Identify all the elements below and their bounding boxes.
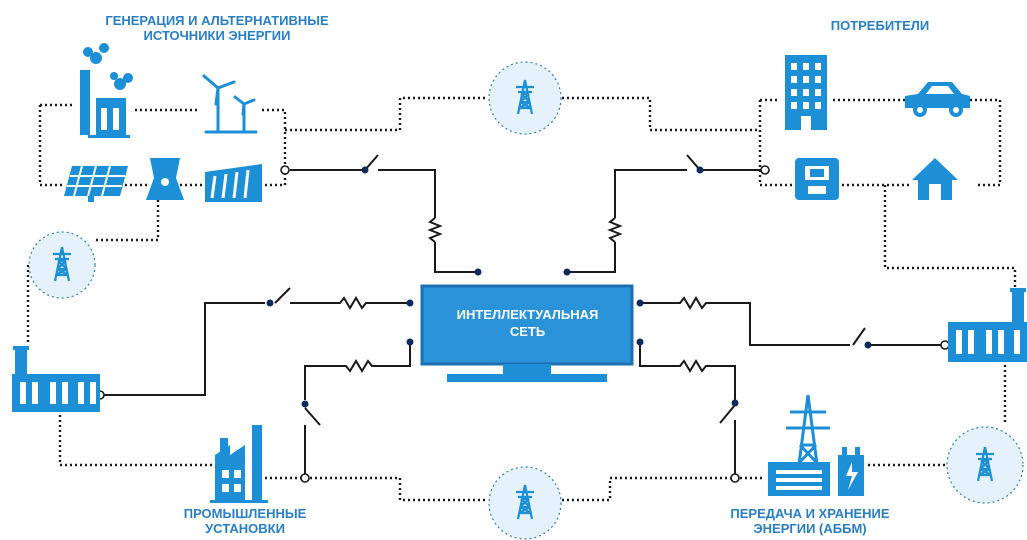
transmission-tower-icon — [488, 61, 562, 135]
transmission-title: ПЕРЕДАЧА И ХРАНЕНИЕ ЭНЕРГИИ (АББМ) — [700, 506, 920, 536]
transmission-title-line1: ПЕРЕДАЧА И ХРАНЕНИЕ — [730, 506, 890, 521]
power-plant-icon — [12, 346, 100, 412]
factory-icon — [80, 43, 133, 138]
industrial-title: ПРОМЫШЛЕННЫЕ УСТАНОВКИ — [160, 506, 330, 536]
power-meter-icon — [795, 158, 839, 200]
industrial-title-line2: УСТАНОВКИ — [205, 521, 285, 536]
house-icon — [912, 158, 958, 200]
smart-grid-label: ИНТЕЛЛЕКТУАЛЬНАЯ СЕТЬ — [425, 306, 630, 340]
dotted-connections — [26, 96, 1017, 502]
smart-grid-label-line2: СЕТЬ — [509, 324, 546, 339]
transmission-tower-icon — [488, 466, 562, 540]
generation-title: ГЕНЕРАЦИЯ И АЛЬТЕРНАТИВНЫЕ ИСТОЧНИКИ ЭНЕ… — [72, 13, 362, 43]
wind-turbine-icon — [202, 74, 258, 134]
power-plant-icon — [948, 288, 1027, 362]
transmission-title-line2: ЭНЕРГИИ (АББМ) — [753, 521, 867, 536]
battery-storage-icon — [768, 447, 864, 496]
transmission-tower-icon — [28, 231, 96, 299]
transmission-tower-icon — [946, 426, 1024, 504]
nuclear-cooling-tower-icon — [146, 158, 184, 200]
industrial-plant-icon — [210, 425, 268, 503]
hollow-nodes — [95, 165, 950, 483]
consumers-title: ПОТРЕБИТЕЛИ — [820, 18, 940, 33]
office-building-icon — [785, 55, 827, 130]
consumers-title-line1: ПОТРЕБИТЕЛИ — [830, 18, 930, 33]
industrial-title-line1: ПРОМЫШЛЕННЫЕ — [183, 506, 307, 521]
generation-title-line2: ИСТОЧНИКИ ЭНЕРГИИ — [143, 28, 291, 43]
generation-title-line1: ГЕНЕРАЦИЯ И АЛЬТЕРНАТИВНЫЕ — [105, 13, 329, 28]
car-icon — [905, 82, 970, 117]
solar-panel-icon — [64, 165, 128, 202]
junction-dots — [266, 166, 872, 408]
hydro-dam-icon — [205, 164, 262, 202]
monitor-icon — [420, 284, 634, 382]
smart-grid-label-line1: ИНТЕЛЛЕКТУАЛЬНАЯ — [456, 307, 599, 322]
